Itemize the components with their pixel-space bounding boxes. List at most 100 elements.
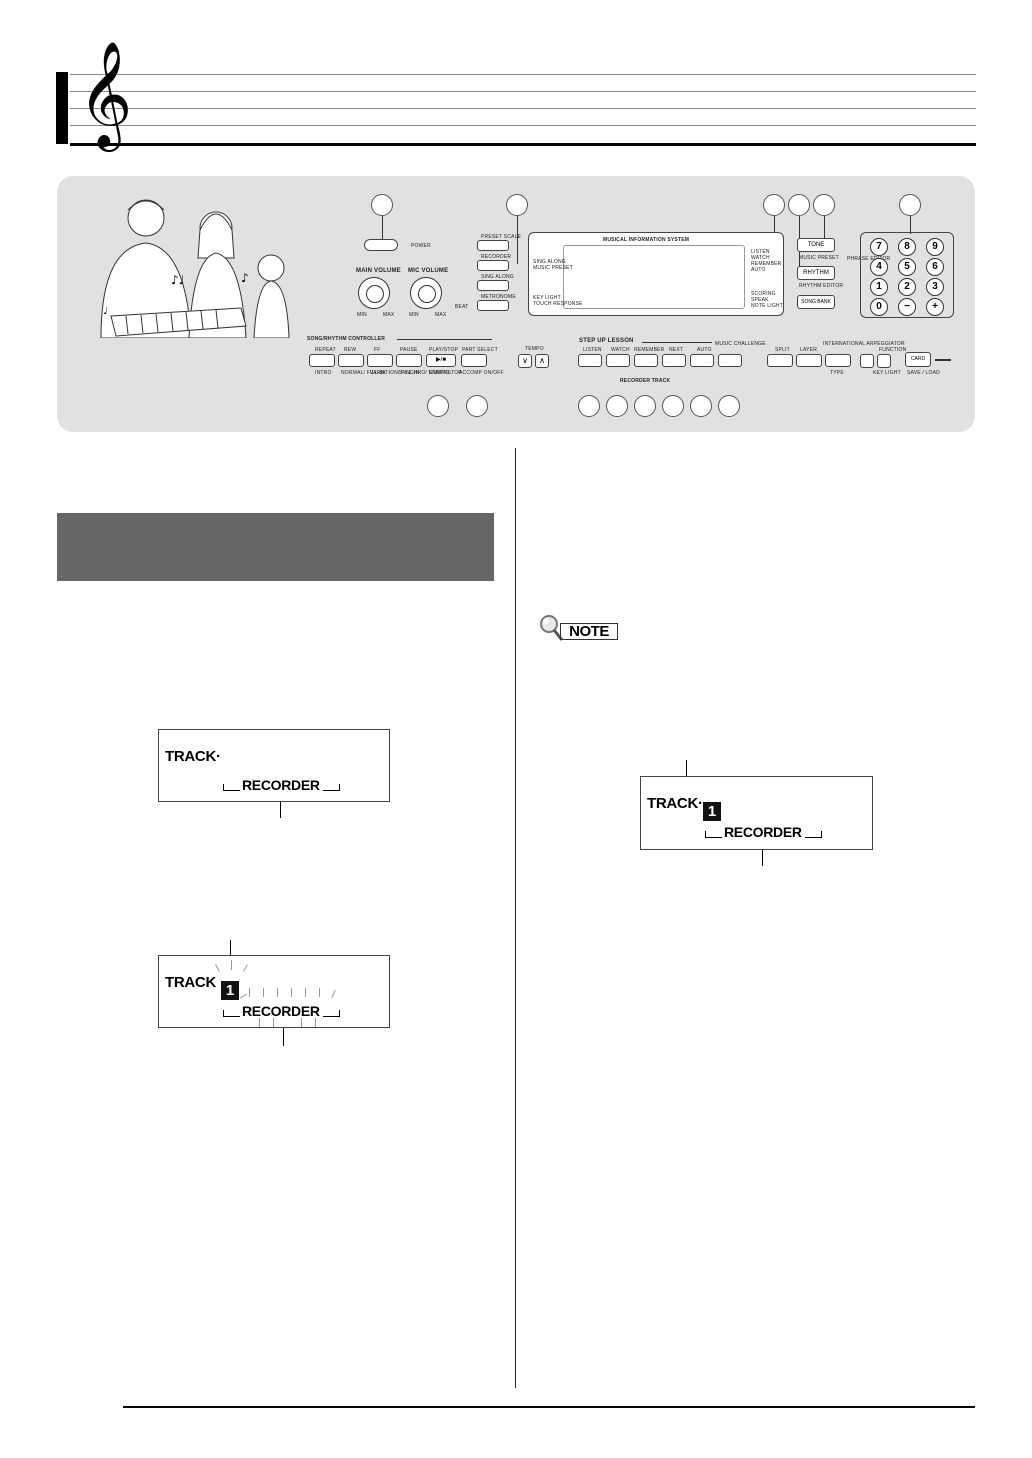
auto-label: AUTO [697, 347, 712, 353]
pointer-line [762, 850, 763, 866]
note-badge: NOTE [538, 613, 622, 643]
pause-label: PAUSE [400, 347, 418, 353]
watch-button[interactable] [606, 354, 630, 367]
type-label: TYPE [830, 370, 844, 376]
staff-line [70, 74, 976, 75]
remember-label: REMEMBER [634, 347, 665, 353]
callout-marker [899, 194, 921, 216]
preset-scale-button[interactable] [477, 240, 509, 251]
flash-ray [215, 964, 220, 972]
section-line [397, 339, 492, 340]
staff-bar [56, 72, 68, 144]
pause-button[interactable] [396, 354, 422, 367]
track-indicator: TRACK· [647, 795, 703, 812]
lcd-indicator: KEY LIGHT [533, 295, 561, 301]
callout-marker [788, 194, 810, 216]
part-select-button[interactable] [461, 354, 487, 367]
remember-button[interactable] [634, 354, 658, 367]
numpad-key-2[interactable]: 2 [898, 278, 916, 296]
numpad-key-0[interactable]: 0 [870, 298, 888, 316]
recorder-bracket [705, 831, 722, 838]
tempo-down-button[interactable]: ∨ [518, 354, 532, 368]
numpad-key-4[interactable]: 4 [870, 258, 888, 276]
layer-button[interactable] [796, 354, 822, 367]
split-label: SPLIT [775, 347, 790, 353]
callout-marker [813, 194, 835, 216]
callout-marker [427, 395, 449, 417]
lcd-display: TRACK 1 RECORDER [158, 955, 390, 1028]
rhythm-button[interactable]: RHYTHM [797, 266, 835, 280]
flash-ray [263, 988, 264, 997]
key-light-label: KEY LIGHT [873, 370, 901, 376]
tempo-label: TEMPO [525, 346, 544, 352]
flash-ray [239, 993, 248, 999]
metronome-button[interactable] [477, 300, 509, 311]
play-stop-button[interactable]: ▶/■ [426, 354, 456, 367]
sing-along-button[interactable] [477, 280, 509, 291]
numpad-key-5[interactable]: 5 [898, 258, 916, 276]
recorder-button[interactable] [477, 260, 509, 271]
numpad-key-plus[interactable]: + [926, 298, 944, 316]
recorder-indicator: RECORDER [242, 1003, 320, 1019]
svg-text:♩: ♩ [103, 306, 108, 317]
pointer-line [686, 760, 687, 782]
function-left-button[interactable] [860, 354, 874, 368]
recorder-bracket [323, 784, 340, 791]
callout-line [910, 216, 911, 234]
mic-volume-label: MIC VOLUME [408, 268, 449, 274]
lcd-indicator: TOUCH RESPONSE [533, 301, 583, 307]
tempo-up-button[interactable]: ∧ [535, 354, 549, 368]
section-heading-box [57, 513, 494, 581]
power-button[interactable] [364, 239, 398, 251]
callout-line [517, 216, 518, 264]
numpad-key-8[interactable]: 8 [898, 238, 916, 256]
lcd-screen [563, 245, 745, 309]
save-load-label: SAVE / LOAD [907, 370, 940, 376]
numpad-key-1[interactable]: 1 [870, 278, 888, 296]
split-button[interactable] [767, 354, 793, 367]
watch-label: WATCH [611, 347, 630, 353]
function-button[interactable] [877, 354, 891, 368]
numpad-key-7[interactable]: 7 [870, 238, 888, 256]
numpad-key-6[interactable]: 6 [926, 258, 944, 276]
mic-volume-knob[interactable] [410, 277, 442, 309]
part-select-label: PART SELECT [462, 347, 498, 353]
flash-ray [277, 988, 278, 997]
music-challenge-button[interactable] [718, 354, 742, 367]
main-volume-knob[interactable] [358, 277, 390, 309]
callout-marker [466, 395, 488, 417]
start-stop-label: START/STOP [429, 370, 462, 376]
card-button[interactable]: CARD [905, 352, 931, 367]
min-label: MIN [409, 312, 419, 318]
tone-button[interactable]: TONE [797, 238, 835, 252]
callout-marker [690, 395, 712, 417]
callout-marker [506, 194, 528, 216]
auto-button[interactable] [690, 354, 714, 367]
step-up-lesson-label: STEP UP LESSON [579, 338, 634, 344]
keyboard-panel: ♪♩ ♪ ♩ POWER MAIN VOLUME MIC VOLUME MIN … [57, 176, 975, 432]
recorder-bracket [223, 784, 240, 791]
ff-button[interactable] [367, 354, 393, 367]
family-illustration: ♪♩ ♪ ♩ [100, 199, 290, 338]
flash-ray [301, 1018, 302, 1027]
recorder-label: RECORDER [481, 254, 512, 260]
arpeggiator-button[interactable] [825, 354, 851, 367]
layer-label: LAYER [800, 347, 818, 353]
pointer-line [283, 1028, 284, 1046]
callout-line [824, 216, 825, 238]
next-label: NEXT [669, 347, 684, 353]
repeat-button[interactable] [309, 354, 335, 367]
track-indicator: TRACK· [165, 748, 221, 765]
numpad-key-9[interactable]: 9 [926, 238, 944, 256]
lcd-indicator: SING ALONG [533, 259, 566, 265]
section-line [642, 342, 712, 343]
next-button[interactable] [662, 354, 686, 367]
beat-label: BEAT [455, 304, 469, 310]
numpad-key-3[interactable]: 3 [926, 278, 944, 296]
rew-button[interactable] [338, 354, 364, 367]
numpad-key-minus[interactable]: − [898, 298, 916, 316]
treble-clef-icon: 𝄞 [78, 40, 133, 147]
synchro-ending-label: SYNCHRO/ ENDING [399, 370, 450, 376]
listen-button[interactable] [578, 354, 602, 367]
song-bank-button[interactable]: SONG BANK [797, 295, 835, 309]
